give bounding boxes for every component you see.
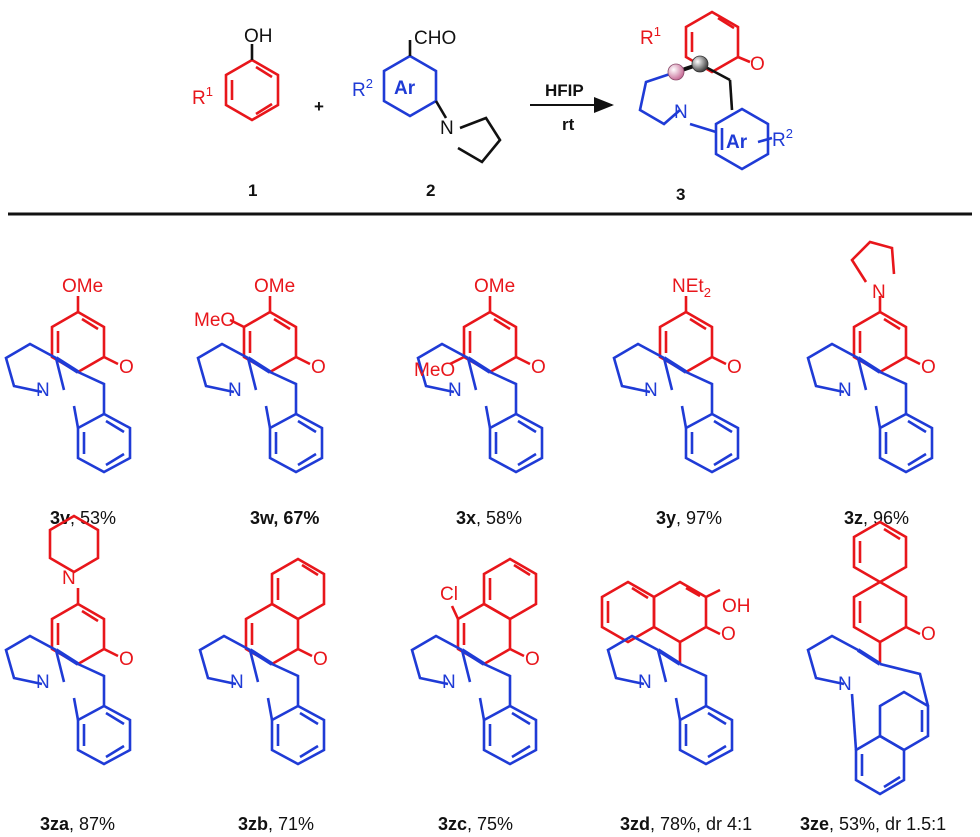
compound-3zb-N: N — [230, 672, 244, 693]
compound-3x — [416, 296, 544, 474]
aldehyde-Ar-label: Ar — [394, 78, 416, 99]
compound-3zb-O: O — [313, 649, 328, 670]
compound-3y-O: O — [727, 357, 742, 378]
product-O-label: O — [750, 54, 765, 75]
compound-3ze — [806, 520, 930, 796]
compound-3zc-N: N — [442, 672, 456, 693]
compound-3z-O: O — [921, 357, 936, 378]
condition-label: rt — [562, 115, 575, 134]
aldehyde-CHO-label: CHO — [414, 28, 456, 49]
compound-3w-N: N — [228, 380, 242, 401]
compound-3w-caption: 3w, 67% — [250, 508, 319, 528]
phenol-OH-label: OH — [244, 26, 273, 47]
compound-3w-O: O — [311, 357, 326, 378]
compound-3w-sub2: MeO — [194, 310, 235, 331]
compound-3z-caption: 3z, 96% — [844, 508, 909, 528]
reagent-label: HFIP — [545, 81, 584, 100]
reactant-aldehyde: CHO Ar R2 N — [352, 28, 502, 164]
compound-3zd-N: N — [638, 672, 652, 693]
compound-3x-O: O — [531, 357, 546, 378]
compound-3x-sub2: MeO — [414, 360, 455, 381]
compound-3y — [612, 296, 740, 474]
product-number: 3 — [676, 185, 685, 204]
compound-3v — [4, 296, 132, 474]
compound-3y-N: N — [644, 380, 658, 401]
compound-3zd-OH: OH — [722, 596, 751, 617]
stereocenter-pink-sphere — [667, 63, 685, 81]
compound-3x-caption: 3x, 58% — [456, 508, 522, 528]
compound-3ze-O: O — [921, 624, 936, 645]
compound-3x-N: N — [448, 380, 462, 401]
product-R2-label: R2 — [772, 126, 793, 151]
compound-3zb-caption: 3zb, 71% — [238, 814, 314, 834]
compound-3z-N-sub: N — [872, 282, 886, 303]
reactant-phenol: OH R1 — [192, 26, 280, 122]
compound-3ze-caption: 3ze, 53%, dr 1.5:1 — [800, 814, 946, 834]
compound-3ze-N: N — [838, 674, 852, 695]
compound-3x-sub1: OMe — [474, 276, 515, 297]
compound-3zc-caption: 3zc, 75% — [438, 814, 513, 834]
compound-3zc-Cl: Cl — [440, 584, 458, 605]
reactant1-number: 1 — [248, 181, 257, 200]
product-Ar-label: Ar — [726, 132, 748, 153]
compound-3z-N: N — [838, 380, 852, 401]
phenol-R1-label: R1 — [192, 84, 213, 109]
compound-3zd-O: O — [721, 624, 736, 645]
plus-sign: + — [314, 97, 324, 116]
compound-3za-N-sub: N — [62, 568, 76, 589]
compound-3w — [196, 296, 324, 474]
aldehyde-N-label: N — [440, 118, 454, 139]
compound-3v-N: N — [36, 380, 50, 401]
compound-3za-caption: 3za, 87% — [40, 814, 115, 834]
product-general: O R1 N Ar R2 — [638, 10, 793, 171]
compound-3zc — [410, 557, 538, 766]
compound-3v-O: O — [119, 357, 134, 378]
product-R1-label: R1 — [640, 24, 661, 49]
compound-3za-N: N — [36, 672, 50, 693]
compound-3zd — [600, 580, 734, 766]
compound-3za-O: O — [119, 649, 134, 670]
reactant2-number: 2 — [426, 181, 435, 200]
product-N-label: N — [674, 102, 688, 123]
compound-3w-sub1: OMe — [254, 276, 295, 297]
compound-3z — [806, 240, 934, 474]
compound-3v-caption: 3v, 53% — [50, 508, 116, 528]
compound-3zb — [198, 557, 326, 766]
compound-3y-sub: NEt2 — [672, 276, 711, 300]
compound-3zc-O: O — [525, 649, 540, 670]
stereocenter-gray-sphere — [691, 55, 709, 73]
compound-3zd-caption: 3zd, 78%, dr 4:1 — [620, 814, 752, 834]
compound-3y-caption: 3y, 97% — [656, 508, 722, 528]
compound-3v-O-sub: OMe — [62, 276, 103, 297]
compound-3za — [4, 514, 132, 766]
aldehyde-R2-label: R2 — [352, 76, 373, 101]
reaction-arrow: HFIP rt — [530, 81, 614, 134]
